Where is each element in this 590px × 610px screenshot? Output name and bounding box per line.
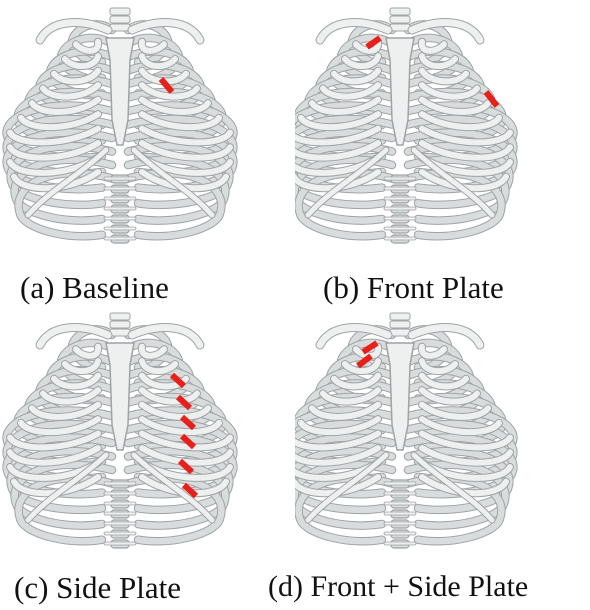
vertebra-process [104,482,136,485]
panel-front-plate: (b) Front Plate [295,0,590,305]
ribcage-image [0,305,295,565]
sternum [386,38,414,145]
vertebra-process [384,502,416,505]
panel-caption: (b) Front Plate [323,272,504,303]
panel-side-plate: (c) Side Plate [0,305,295,610]
vertebra-process [104,522,136,525]
vertebra-process [104,227,136,230]
upper-vertebra [110,8,130,15]
vertebra-process [384,227,416,230]
vertebra-process [384,512,416,515]
ribcage-image [295,305,590,565]
vertebra-process [384,217,416,220]
upper-vertebra [390,16,410,23]
vertebra-process [104,177,136,180]
vertebra-process [384,532,416,535]
panel-baseline: (a) Baseline [0,0,295,305]
vertebra-process [384,177,416,180]
vertebra-process [104,502,136,505]
upper-vertebra [110,24,130,31]
panel-caption: (c) Side Plate [14,572,181,603]
upper-vertebra [110,16,130,23]
vertebra-process [104,542,136,545]
vertebra-process [104,492,136,495]
upper-vertebra [390,24,410,31]
ribcage [295,8,513,243]
upper-vertebra [390,321,410,328]
vertebra-process [384,482,416,485]
vertebra-process [384,522,416,525]
vertebra-process [104,207,136,210]
ribcage [295,313,513,548]
vertebra-process [104,217,136,220]
upper-vertebra [390,313,410,320]
ribcage-image [0,0,295,260]
vertebra-process [384,197,416,200]
vertebra-process [384,207,416,210]
vertebra-process [384,542,416,545]
vertebra-process [384,492,416,495]
sternum [106,38,134,145]
panel-front-side-plate: (d) Front + Side Plate [295,305,590,610]
upper-vertebra [110,313,130,320]
ribcage [7,8,234,243]
vertebra-process [384,237,416,240]
upper-vertebra [110,329,130,336]
ribcage [7,313,234,548]
sternum [106,343,134,450]
upper-vertebra [390,329,410,336]
panel-caption: (a) Baseline [20,272,169,303]
vertebra-process [104,197,136,200]
panel-caption: (d) Front + Side Plate [268,572,528,602]
vertebra-process [104,187,136,190]
upper-vertebra [110,321,130,328]
vertebra-process [104,532,136,535]
sternum [386,343,414,450]
ribcage-image [295,0,590,260]
vertebra-process [104,237,136,240]
vertebra-process [104,512,136,515]
vertebra-process [384,187,416,190]
upper-vertebra [390,8,410,15]
